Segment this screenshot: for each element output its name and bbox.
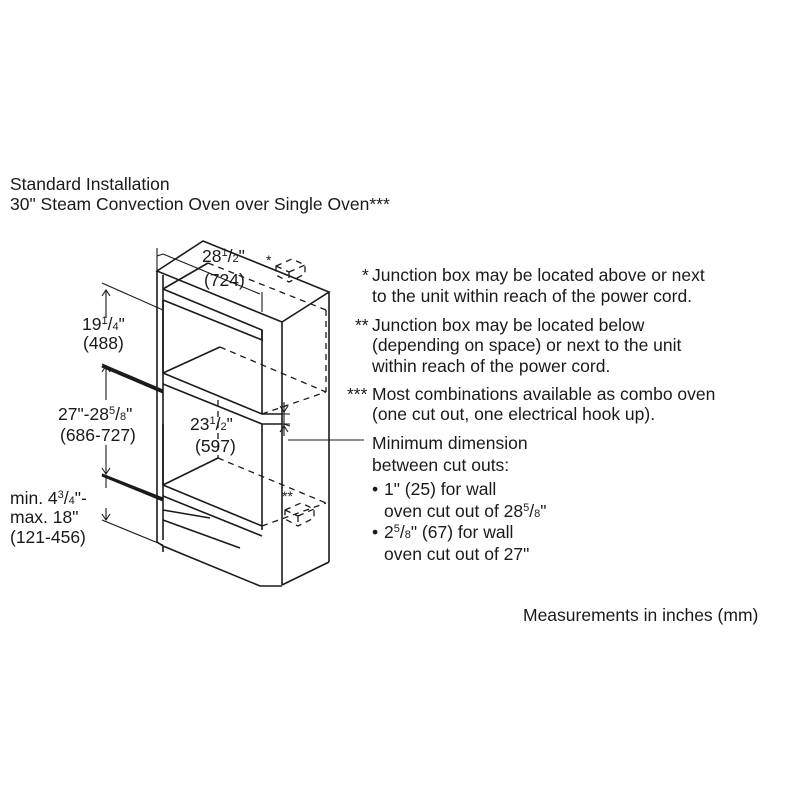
width-dimension-label: 281/2"	[202, 246, 245, 266]
middle-dimension-label: 27"-285/8"	[58, 404, 133, 424]
middle-dimension-mm: (686-727)	[60, 425, 136, 445]
cabinet-outline	[155, 240, 331, 587]
lower-cutout	[162, 400, 327, 549]
minimum-bullet-1-line-2: oven cut out of 285/8"	[384, 501, 547, 521]
depth-dimension-label: 231/2"	[190, 414, 233, 434]
note-3-line-1: Most combinations available as combo ove…	[372, 384, 716, 404]
width-dimension-mm: (724)	[204, 270, 245, 290]
title-line-1: Standard Installation	[10, 174, 170, 194]
cutout-bands	[101, 364, 164, 502]
lower-dimension-line2: max. 18"	[10, 507, 79, 527]
title-line-2: 30" Steam Convection Oven over Single Ov…	[10, 194, 390, 214]
minimum-line-1: Minimum dimension	[372, 433, 528, 453]
minimum-bullet-1: •1" (25) for wall	[372, 479, 497, 499]
minimum-bullet-2-line-2: oven cut out of 27"	[384, 544, 530, 564]
lower-dimension-mm: (121-456)	[10, 527, 86, 547]
note-2-marker: **	[355, 315, 369, 335]
note-3-line-2: (one cut out, one electrical hook up).	[372, 404, 656, 424]
note-1-line-2: to the unit within reach of the power co…	[372, 286, 693, 306]
minimum-bullet-2: •25/8" (67) for wall	[372, 522, 514, 542]
minimum-dimension-leader	[262, 402, 364, 441]
upper-dimension-label: 191/4"	[82, 314, 125, 334]
width-dimension	[156, 248, 263, 312]
depth-dimension-mm: (597)	[195, 436, 236, 456]
note-1-marker: *	[362, 265, 369, 285]
upper-cutout	[162, 262, 327, 425]
junction-marker-lower: **	[282, 488, 293, 504]
note-2-line-2: (depending on space) or next to the unit	[372, 335, 682, 355]
note-3-marker: ***	[347, 384, 368, 404]
minimum-line-2: between cut outs:	[372, 455, 510, 475]
upper-dimension-mm: (488)	[83, 333, 124, 353]
junction-box-upper	[275, 258, 306, 283]
junction-box-lower	[284, 502, 315, 527]
junction-marker-upper: *	[266, 252, 272, 268]
note-2-line-1: Junction box may be located below	[372, 315, 645, 335]
lower-dimension-label: min. 43/4"-	[10, 488, 87, 508]
measurements-note: Measurements in inches (mm)	[523, 605, 759, 625]
note-2-line-3: within reach of the power cord.	[372, 356, 611, 376]
note-1-line-1: Junction box may be located above or nex…	[372, 265, 705, 285]
